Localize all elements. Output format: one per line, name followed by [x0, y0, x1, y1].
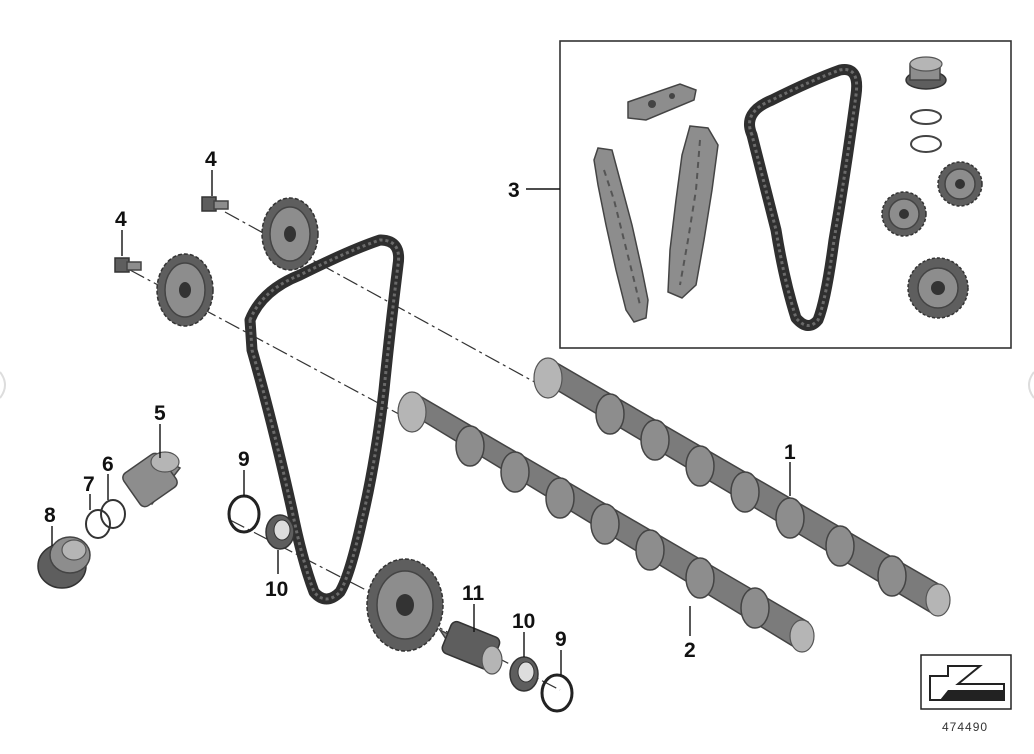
sprocket-crank — [366, 558, 444, 652]
kit-plug — [905, 56, 947, 90]
callout-10-right: 10 — [512, 610, 535, 633]
callout-9-left: 9 — [238, 448, 250, 471]
ring-7 — [85, 509, 111, 539]
callout-9-right: 9 — [555, 628, 567, 651]
kit-o-ring-2 — [910, 135, 942, 153]
kit-sprocket-3 — [907, 257, 969, 319]
kit-box — [559, 40, 1012, 349]
right-edge-mark — [1028, 371, 1034, 399]
bolt-lower — [114, 257, 142, 273]
kit-guide-top — [627, 83, 697, 121]
kit-tensioner-rail — [593, 147, 649, 323]
kit-sprocket-1 — [937, 161, 983, 207]
left-edge-mark — [0, 371, 6, 399]
callout-3: 3 — [508, 179, 520, 202]
bolt-upper — [201, 196, 229, 212]
ring-6 — [100, 499, 126, 529]
callout-4-lower: 4 — [115, 208, 127, 231]
sprocket-lower — [156, 253, 214, 327]
callout-6: 6 — [102, 453, 114, 476]
kit-o-ring-1 — [910, 109, 942, 125]
callout-4-upper: 4 — [205, 148, 217, 171]
kit-timing-chain — [744, 64, 863, 331]
sprocket-upper — [261, 197, 319, 271]
camshaft-2 — [397, 391, 815, 653]
bearing-10-right — [509, 656, 539, 692]
callout-11: 11 — [462, 582, 485, 605]
diagram-number: 474490 — [942, 720, 988, 734]
seal-9-right — [540, 673, 574, 713]
axis-line-lower — [129, 269, 411, 421]
kit-sprocket-2 — [881, 191, 927, 237]
sleeve-11 — [437, 620, 503, 675]
callout-1: 1 — [784, 441, 796, 464]
camshaft-1 — [533, 357, 951, 617]
diagram-ref-icon — [920, 654, 1012, 710]
callout-7: 7 — [83, 473, 95, 496]
timing-chain — [244, 234, 405, 605]
sleeve-5 — [122, 451, 182, 508]
cap-8 — [37, 536, 91, 589]
bearing-10-left — [265, 514, 295, 550]
callout-8: 8 — [44, 504, 56, 527]
callout-10-left: 10 — [265, 578, 288, 601]
kit-guide-rail — [667, 125, 719, 299]
callout-2: 2 — [684, 639, 696, 662]
callout-5: 5 — [154, 402, 166, 425]
